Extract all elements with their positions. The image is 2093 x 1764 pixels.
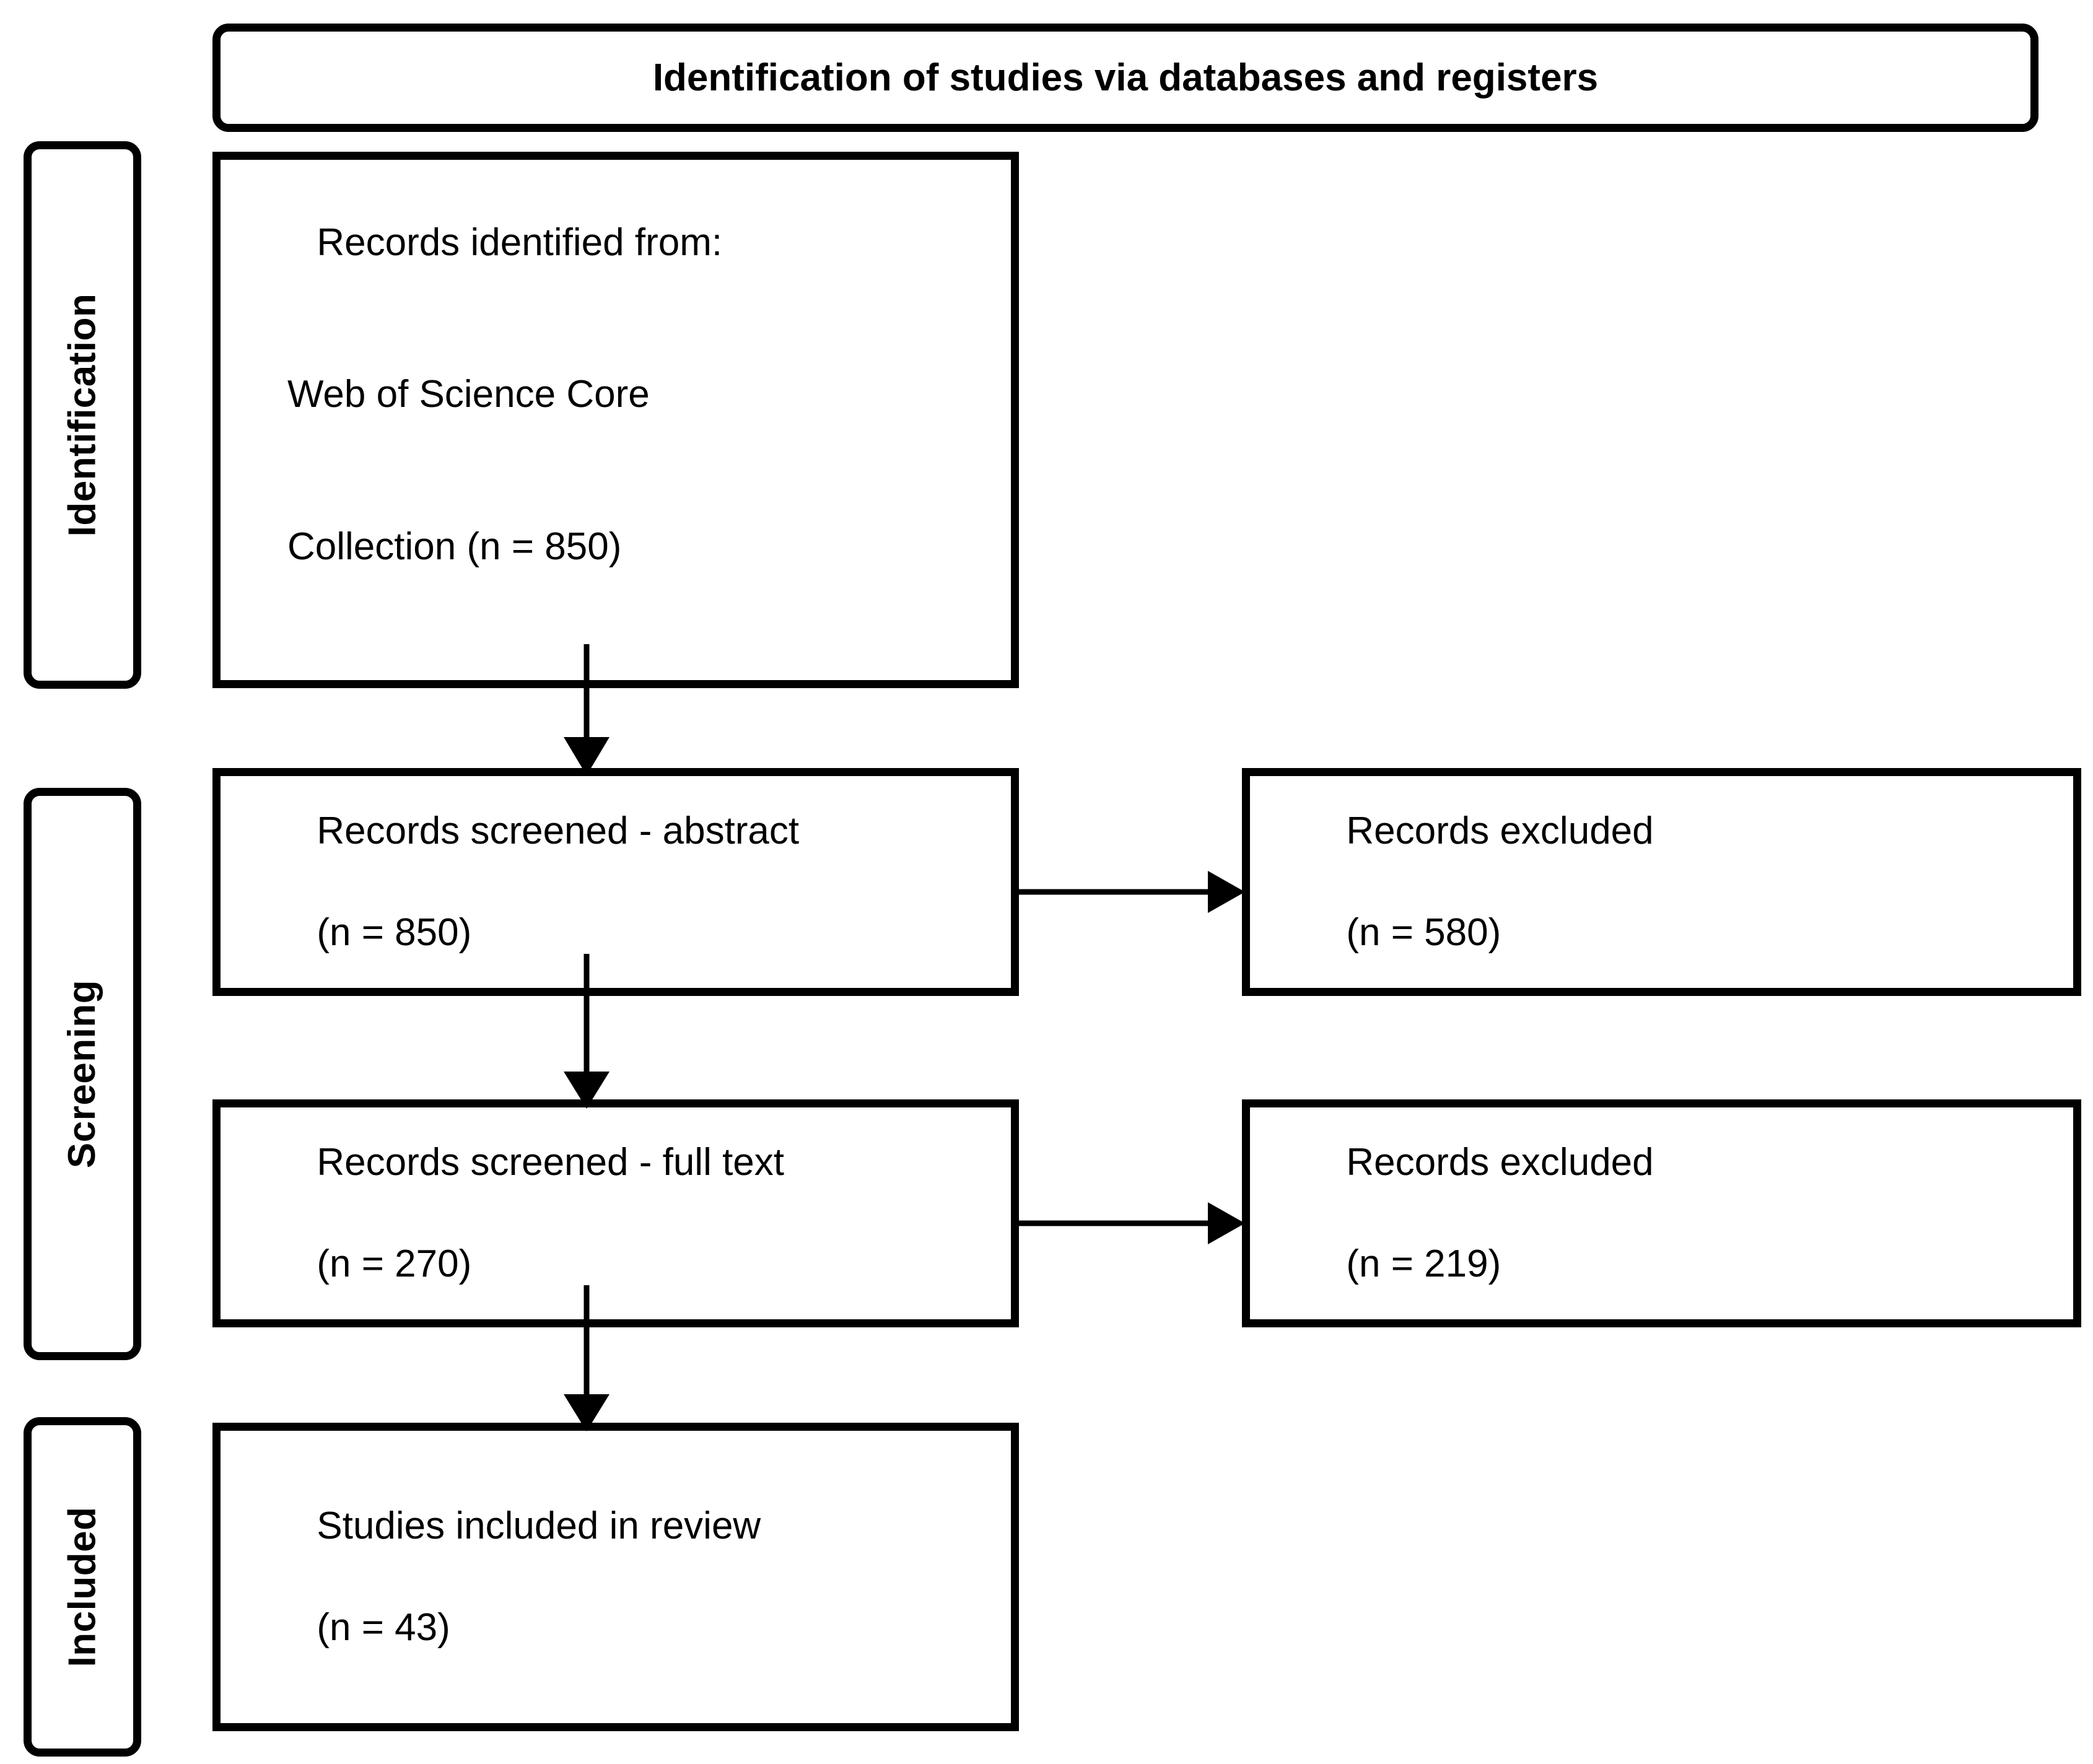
diagram-title: Identification of studies via databases … bbox=[652, 56, 1599, 99]
node-records-excluded-abstract-text: Records excluded (n = 580) bbox=[1250, 755, 1672, 1008]
node-records-excluded-fulltext-text: Records excluded (n = 219) bbox=[1250, 1086, 1672, 1340]
arrow-fulltext-to-excluded bbox=[1019, 1186, 1254, 1260]
node-records-excluded-abstract-line2: (n = 580) bbox=[1346, 910, 1501, 954]
node-records-identified-text: Records identified from: Web of Science … bbox=[221, 167, 741, 673]
node-records-screened-fulltext-text: Records screened - full text (n = 270) bbox=[221, 1086, 803, 1340]
node-records-screened-abstract-line2: (n = 850) bbox=[317, 910, 472, 954]
phase-box-screening: Screening bbox=[24, 788, 141, 1360]
node-records-identified: Records identified from: Web of Science … bbox=[212, 152, 1019, 688]
node-records-excluded-fulltext-line1: Records excluded bbox=[1346, 1141, 1654, 1184]
node-records-screened-abstract-text: Records screened - abstract (n = 850) bbox=[221, 755, 818, 1008]
node-studies-included-text: Studies included in review (n = 43) bbox=[221, 1450, 779, 1703]
node-records-identified-line3: Collection (n = 850) bbox=[287, 525, 622, 568]
node-studies-included-line1: Studies included in review bbox=[317, 1504, 761, 1548]
node-records-identified-line2: Web of Science Core bbox=[287, 373, 650, 416]
node-records-screened-fulltext-line2: (n = 270) bbox=[317, 1242, 472, 1285]
node-studies-included: Studies included in review (n = 43) bbox=[212, 1423, 1019, 1731]
node-records-excluded-abstract-line1: Records excluded bbox=[1346, 810, 1654, 853]
node-records-screened-abstract: Records screened - abstract (n = 850) bbox=[212, 768, 1019, 996]
phase-label-included: Included bbox=[61, 1506, 103, 1667]
node-records-excluded-abstract: Records excluded (n = 580) bbox=[1242, 768, 2081, 996]
phase-label-screening: Screening bbox=[61, 979, 103, 1169]
arrow-screened-abstract-to-excluded bbox=[1019, 855, 1254, 929]
node-studies-included-line2: (n = 43) bbox=[317, 1605, 450, 1649]
phase-label-identification: Identification bbox=[61, 293, 103, 537]
node-records-screened-fulltext-line1: Records screened - full text bbox=[317, 1141, 785, 1184]
phase-box-identification: Identification bbox=[24, 141, 141, 689]
node-records-identified-line1: Records identified from: bbox=[317, 220, 723, 264]
node-records-screened-abstract-line1: Records screened - abstract bbox=[317, 810, 800, 853]
node-records-excluded-fulltext-line2: (n = 219) bbox=[1346, 1242, 1501, 1285]
node-records-screened-fulltext: Records screened - full text (n = 270) bbox=[212, 1099, 1019, 1327]
node-records-excluded-fulltext: Records excluded (n = 219) bbox=[1242, 1099, 2081, 1327]
phase-box-included: Included bbox=[24, 1417, 141, 1757]
diagram-title-box: Identification of studies via databases … bbox=[212, 24, 2038, 132]
